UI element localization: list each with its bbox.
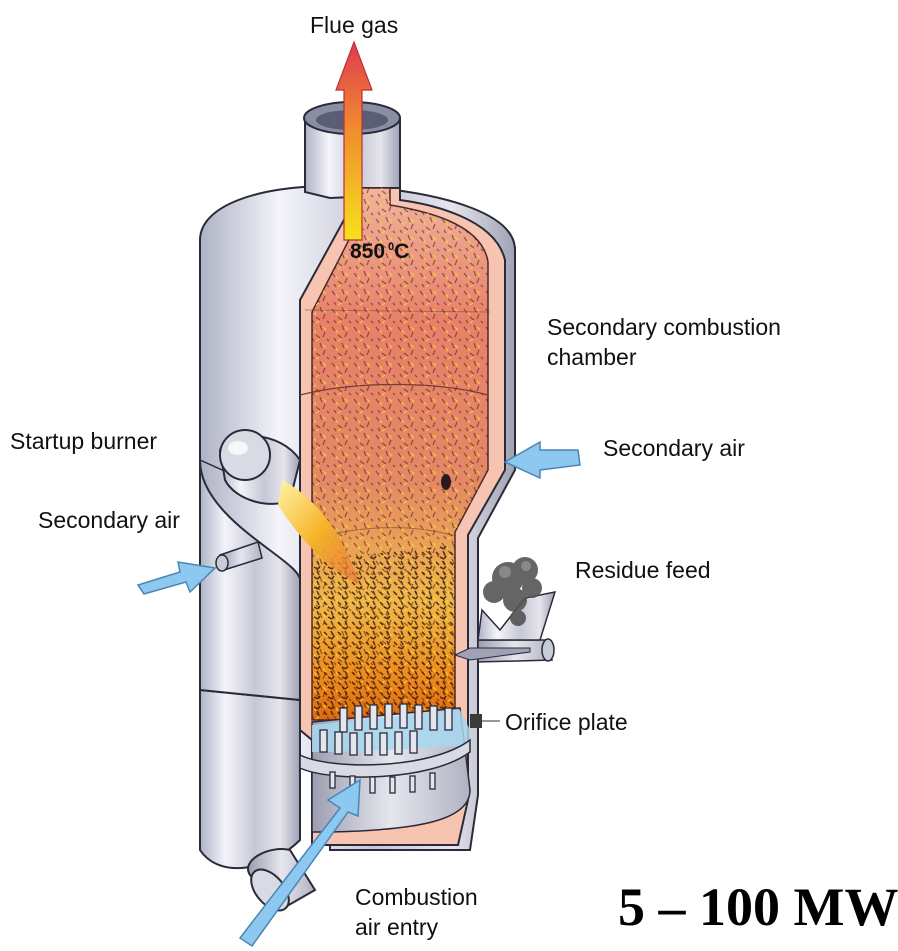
combustion-air-line2: air entry [355,912,478,942]
combustion-air-line1: Combustion [355,882,478,912]
secondary-chamber-line1: Secondary combustion [547,312,781,342]
combustion-air-label: Combustion air entry [355,882,478,943]
lower-cylinder [200,690,300,868]
secondary-air-arrow-right [505,442,580,478]
residue-feed-label: Residue feed [575,555,711,585]
fluidized-bed-particles [314,545,455,715]
capacity-label: 5 – 100 MW [618,876,898,938]
flue-gas-label: Flue gas [310,10,398,40]
secondary-air-right-label: Secondary air [603,433,745,463]
temperature-unit: C [394,240,409,263]
orifice-plate-marker [470,714,482,728]
secondary-chamber-line2: chamber [547,342,781,372]
left-air-pipe-end [216,555,228,571]
orifice-plate-label: Orifice plate [505,707,628,737]
startup-burner-label: Startup burner [10,426,157,456]
secondary-air-left-label: Secondary air [38,505,180,535]
secondary-air-port [441,474,451,490]
secondary-chamber-label: Secondary combustion chamber [547,312,781,373]
temperature-value: 850 [350,240,385,263]
